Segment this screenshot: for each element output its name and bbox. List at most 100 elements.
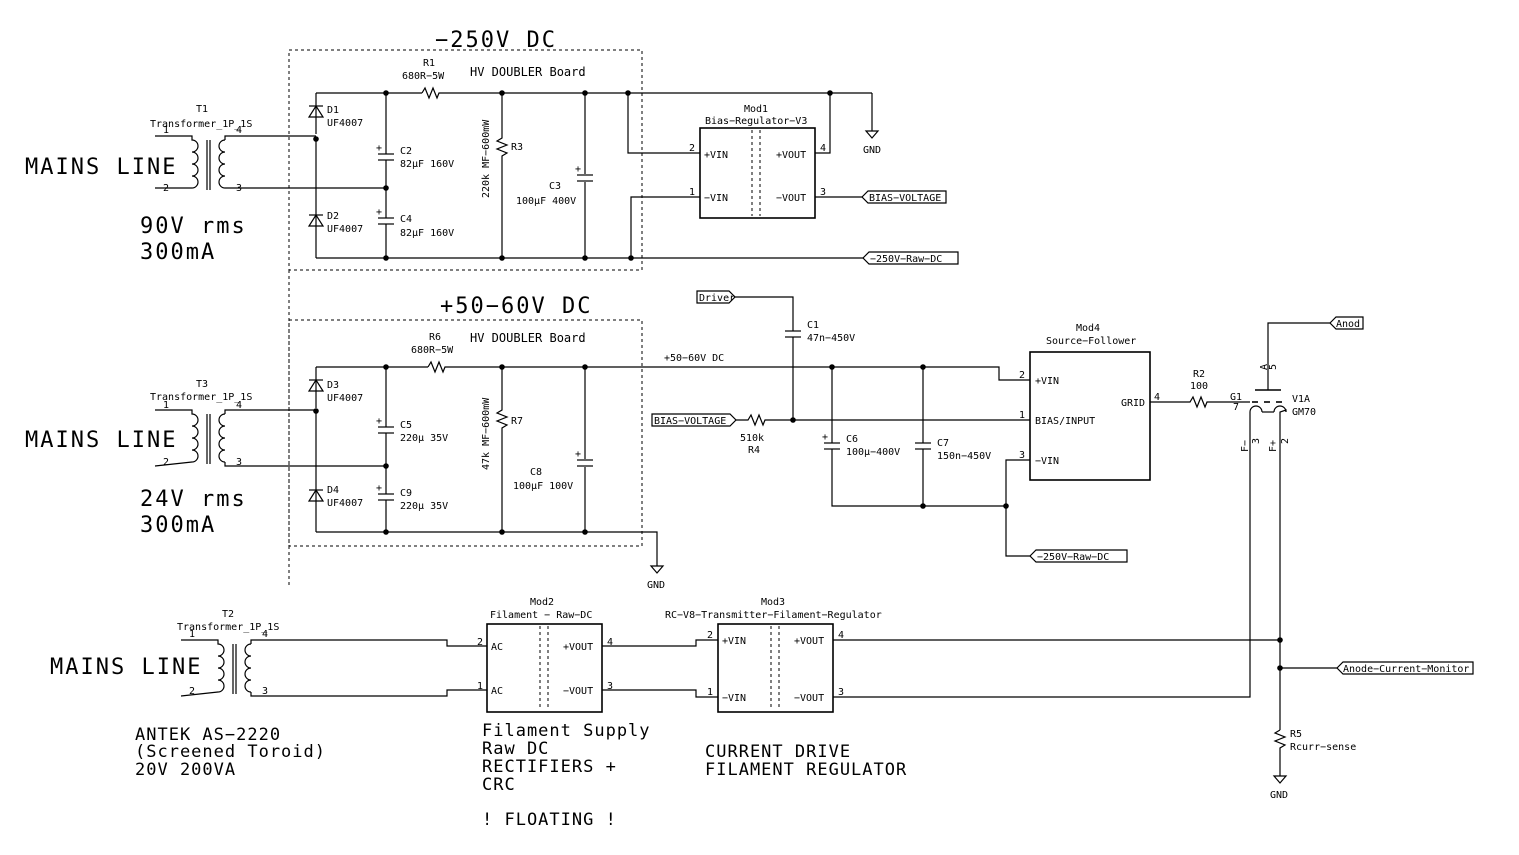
mod3-n4: 4	[838, 630, 844, 641]
capacitor-c1: C1 47n−450V	[784, 320, 855, 344]
capacitor-c9: C9 220µ 35V	[375, 482, 448, 512]
mains-line-label-3: MAINS LINE	[50, 655, 202, 680]
resistor-r5: R5 Rcurr−sense	[1273, 729, 1356, 776]
net-label-anod: Anod	[1329, 316, 1364, 330]
antek-note-3: 20V 200VA	[135, 760, 236, 780]
transformer-t1: T1 Transformer_1P_1S 1 2 3 4	[150, 104, 386, 194]
regulator-desc-2: FILAMENT REGULATOR	[705, 760, 907, 780]
mod3-n3: 3	[838, 687, 844, 698]
antek-note-1: ANTEK AS−2220	[135, 725, 281, 745]
mod1-ref: Mod1	[744, 104, 768, 115]
r1-ref: R1	[423, 58, 435, 69]
gnd-label-2: GND	[647, 580, 665, 591]
capacitor-c6: C6 100µ−400V	[821, 431, 900, 458]
r7-value: 47k MF−600mW	[481, 397, 492, 470]
diode-d3: D3 UF4007	[307, 367, 363, 408]
t2-pin3: 3	[262, 686, 268, 697]
net-label-bias-voltage-2: BIAS−VOLTAGE	[651, 413, 737, 427]
diode-d1: D1 UF4007	[307, 93, 363, 134]
mod2-n2: 2	[477, 637, 483, 648]
mod1-n2: 2	[689, 143, 695, 154]
mod2-pin-ac-1: AC	[491, 642, 503, 653]
antek-note-2: (Screened Toroid)	[135, 742, 326, 762]
mod1-n4: 4	[820, 143, 826, 154]
c9-ref: C9	[400, 488, 412, 499]
rail-label-positive: +50−60V DC	[664, 353, 724, 364]
v1a-fplus: F+	[1268, 440, 1279, 452]
module-mod1: Mod1 Bias−Regulator−V3 +VIN −VIN +VOUT −…	[689, 104, 826, 219]
mod3-pin-vin-p: +VIN	[722, 636, 746, 647]
mod2-n1: 1	[477, 681, 483, 692]
net-label-raw-dc-1: −250V−Raw−DC	[862, 251, 959, 265]
c8-ref: C8	[530, 467, 542, 478]
resistor-r4: 510k R4	[736, 413, 1030, 456]
driver-text: Driver	[699, 293, 735, 304]
r3-value: 220k MF−600mW	[481, 119, 492, 198]
t1-value: Transformer_1P_1S	[150, 119, 252, 130]
supply-current-2: 300mA	[140, 513, 216, 538]
c1-ref: C1	[807, 320, 819, 331]
r4-ref: R4	[748, 445, 760, 456]
t1-pin4: 4	[236, 125, 242, 136]
monitor-text: Anode−Current−Monitor	[1343, 664, 1469, 675]
section-positive-50-60v: +50−60V DC HV DOUBLER Board MAINS LINE 2…	[25, 294, 1030, 591]
mod2-pin-ac-2: AC	[491, 686, 503, 697]
mod1-n1: 1	[689, 187, 695, 198]
mod3-pin-vout-p: +VOUT	[794, 636, 824, 647]
d1-value: UF4007	[327, 118, 363, 129]
r6-ref: R6	[429, 332, 441, 343]
capacitor-c7: C7 150n−450V	[913, 438, 991, 462]
mod3-pin-vin-n: −VIN	[722, 693, 746, 704]
v1a-anode-pin: 5	[1268, 364, 1279, 370]
d4-ref: D4	[327, 485, 339, 496]
net-label-anode-current-monitor: Anode−Current−Monitor	[1336, 661, 1474, 675]
module-mod2: Mod2 Filament − Raw−DC AC AC +VOUT −VOUT…	[477, 597, 613, 713]
t2-ref: T2	[222, 609, 234, 620]
mod4-n2: 2	[1019, 370, 1025, 381]
mod3-pin-vout-n: −VOUT	[794, 693, 824, 704]
mod4-n4: 4	[1154, 392, 1160, 403]
r5-value: Rcurr−sense	[1290, 742, 1356, 753]
filament-desc-3: RECTIFIERS +	[482, 757, 617, 777]
c2-ref: C2	[400, 146, 412, 157]
section-negative-250v: −250V DC HV DOUBLER Board MAINS LINE 90V…	[25, 28, 959, 585]
c9-value: 220µ 35V	[400, 501, 448, 512]
mod3-value: RC−V8−Transmitter−Filament−Regulator	[665, 610, 882, 621]
c7-ref: C7	[937, 438, 949, 449]
source-follower-section: Driver C1 47n−450V BIAS−VOLTAGE 510k R4 …	[651, 290, 1364, 730]
c4-value: 82µF 160V	[400, 228, 454, 239]
c3-ref: C3	[549, 181, 561, 192]
mains-line-label-2: MAINS LINE	[25, 428, 177, 453]
v1a-ref: V1A	[1292, 394, 1310, 405]
v1a-value: GM70	[1292, 407, 1316, 418]
t3-pin3: 3	[236, 457, 242, 468]
mod3-n2: 2	[707, 630, 713, 641]
net-label-bias-voltage-1: BIAS−VOLTAGE	[861, 190, 947, 204]
board-label-2: HV DOUBLER Board	[470, 331, 586, 345]
mod2-ref: Mod2	[530, 597, 554, 608]
transformer-t2: T2 Transformer_1P_1S 1 2 3 4	[177, 609, 487, 697]
gnd-label-1: GND	[863, 145, 881, 156]
t3-pin2: 2	[163, 457, 169, 468]
d2-ref: D2	[327, 211, 339, 222]
mains-line-label-1: MAINS LINE	[25, 155, 177, 180]
supply-voltage-2: 24V rms	[140, 487, 247, 512]
capacitor-c2: C2 82µF 160V	[375, 142, 454, 170]
hv-doubler-board-outline-1	[288, 49, 643, 271]
v1a-fplus-pin: 2	[1280, 438, 1291, 444]
capacitor-c8: C8 100µF 100V	[513, 367, 595, 532]
d2-value: UF4007	[327, 224, 363, 235]
r2-value: 100	[1190, 381, 1208, 392]
c6-value: 100µ−400V	[846, 447, 900, 458]
c4-ref: C4	[400, 214, 412, 225]
mod4-value: Source−Follower	[1046, 336, 1136, 347]
c8-value: 100µF 100V	[513, 481, 573, 492]
d3-ref: D3	[327, 380, 339, 391]
regulator-desc-1: CURRENT DRIVE	[705, 742, 851, 762]
mod3-ref: Mod3	[761, 597, 785, 608]
filament-desc-1: Filament Supply	[482, 721, 651, 741]
v1a-fminus-pin: 3	[1251, 438, 1262, 444]
c2-value: 82µF 160V	[400, 159, 454, 170]
mod2-value: Filament − Raw−DC	[490, 610, 592, 621]
